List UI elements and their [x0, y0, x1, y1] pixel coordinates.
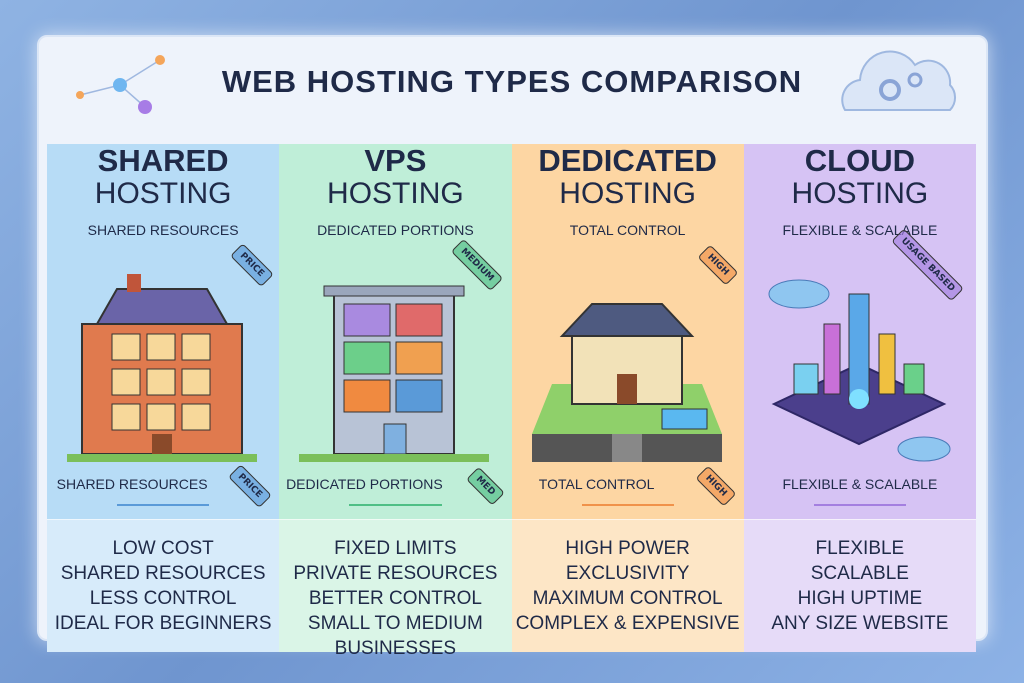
feature-item: HIGH POWER [565, 538, 690, 559]
feature-item: FLEXIBLE [815, 538, 905, 559]
column-shared: SHARED HOSTING SHARED RESOURCES PRICE SH… [47, 130, 280, 652]
column-tagline: DEDICATED PORTIONS [317, 222, 474, 238]
feature-item: LOW COST [112, 538, 214, 559]
column-tagline: TOTAL CONTROL [569, 222, 686, 238]
feature-item: SCALABLE [810, 563, 909, 584]
column-vps: VPS HOSTING DEDICATED PORTIONS MEDIUM DE… [279, 130, 512, 659]
column-tagline: FLEXIBLE & SCALABLE [782, 222, 938, 238]
column-cloud: CLOUD HOSTING FLEXIBLE & SCALABLE USAGE … [743, 130, 976, 652]
feature-item: ANY SIZE WEBSITE [771, 613, 949, 634]
feature-item: MAXIMUM CONTROL [532, 588, 723, 609]
feature-list: FIXED LIMITS PRIVATE RESOURCES BETTER CONT… [279, 519, 512, 659]
feature-item: BETTER CONTROL [308, 588, 482, 609]
price-tag-bottom: MED [465, 466, 505, 506]
column-tagline-bottom: FLEXIBLE & SCALABLE [782, 476, 938, 492]
feature-list: HIGH POWER EXCLUSIVITY MAXIMUM CONTROL COMP… [511, 519, 744, 652]
feature-item: FIXED LIMITS [334, 538, 457, 559]
column-subtitle: HOSTING [327, 177, 464, 210]
feature-item: EXCLUSIVITY [565, 563, 690, 584]
feature-list: FLEXIBLE SCALABLE HIGH UPTIME ANY SIZE WEBS… [743, 519, 976, 652]
column-title: VPS [364, 143, 427, 178]
divider [349, 504, 442, 506]
column-tagline: SHARED RESOURCES [87, 222, 239, 238]
feature-item: SMALL TO MEDIUM BUSINESSES [307, 613, 483, 659]
column-tagline-bottom: TOTAL CONTROL [538, 476, 655, 492]
feature-item: PRIVATE RESOURCES [293, 563, 498, 584]
network-nodes-icon [76, 55, 165, 114]
column-dedicated: DEDICATED HOSTING TOTAL CONTROL HIGH TOT… [511, 130, 744, 652]
feature-item: LESS CONTROL [89, 588, 237, 609]
page-title: WEB HOSTING TYPES COMPARISON [221, 64, 803, 99]
cloud-gears-icon [841, 50, 957, 111]
hosting-columns: SHARED HOSTING SHARED RESOURCES PRICE SH… [47, 130, 976, 659]
column-subtitle: HOSTING [94, 177, 232, 210]
divider [581, 504, 674, 506]
column-title: SHARED [97, 143, 229, 178]
feature-item: SHARED RESOURCES [60, 563, 266, 584]
column-tagline-bottom: SHARED RESOURCES [56, 476, 208, 492]
feature-item: IDEAL FOR BEGINNERS [54, 613, 272, 634]
feature-item: HIGH UPTIME [797, 588, 923, 609]
divider [813, 504, 906, 506]
column-tagline-bottom: DEDICATED PORTIONS [286, 476, 443, 492]
divider [117, 504, 210, 506]
feature-item: COMPLEX & EXPENSIVE [515, 613, 740, 634]
column-subtitle: HOSTING [559, 177, 696, 210]
column-title: CLOUD [804, 143, 915, 178]
column-title: DEDICATED [538, 143, 717, 178]
feature-list: LOW COST SHARED RESOURCES LESS CONTROL IDEA… [47, 519, 280, 652]
column-subtitle: HOSTING [791, 177, 929, 210]
